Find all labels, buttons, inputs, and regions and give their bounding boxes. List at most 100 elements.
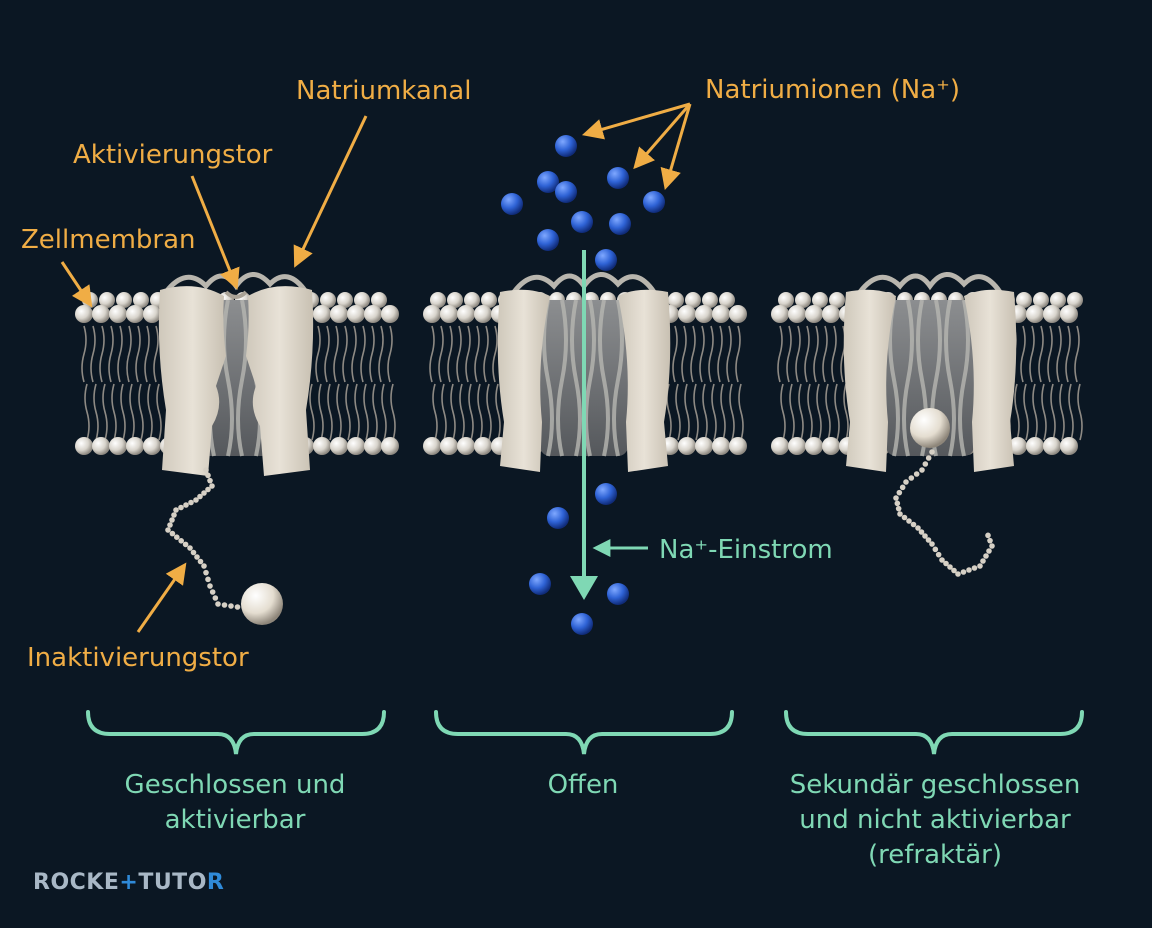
lipid-head: [1026, 305, 1044, 323]
lipid-tail: [369, 325, 378, 441]
lipid-head: [1067, 292, 1083, 308]
sodium-ion: [595, 483, 617, 505]
chain-bead: [929, 541, 935, 547]
lipid-head: [313, 305, 331, 323]
chain-bead: [986, 548, 992, 554]
inactivation-ball: [241, 583, 283, 625]
lipid-head: [1060, 305, 1078, 323]
lipid-head: [685, 292, 701, 308]
chain-bead: [910, 521, 917, 528]
helix: [570, 299, 582, 457]
lipid-head: [812, 292, 828, 308]
lipid-tail: [90, 325, 99, 441]
lipid-tail: [429, 325, 438, 441]
label-arrow: [581, 102, 691, 140]
sodium-ion: [537, 171, 559, 193]
label-arrow: [190, 175, 240, 290]
chain-bead: [913, 471, 920, 477]
chain-bead: [918, 529, 925, 535]
chain-bead: [209, 589, 216, 595]
lipid-tail: [81, 325, 90, 441]
lipid-head: [712, 437, 730, 455]
label-arrow: [660, 103, 692, 191]
label-natriumionen: Natriumionen (Na⁺): [705, 75, 961, 105]
chain-bead: [193, 497, 199, 503]
lipid-head: [795, 292, 811, 308]
lipid-head: [729, 437, 747, 455]
chain-bead: [951, 567, 957, 574]
lipid-head: [771, 305, 789, 323]
channel-subunit-left: [843, 289, 896, 472]
lipid-tail: [1074, 325, 1083, 441]
lipid-head: [116, 292, 132, 308]
chain-bead: [207, 477, 213, 484]
lipid-tail: [1029, 325, 1038, 441]
channels: [158, 272, 1017, 625]
chain-bead: [947, 564, 953, 570]
lipid-tail: [1020, 325, 1029, 441]
chain-bead: [987, 537, 993, 544]
chain-bead: [173, 507, 179, 513]
lipid-tail: [831, 325, 840, 441]
chain-bead: [932, 546, 939, 553]
chain-bead: [980, 558, 986, 564]
lipid-tail: [108, 325, 117, 441]
activation-gate: [224, 290, 248, 299]
inactivation-chain: [893, 449, 995, 577]
influx-arrow-head: [570, 576, 598, 600]
chain-bead: [903, 479, 909, 485]
chain-bead: [234, 604, 241, 610]
lipid-tail: [777, 325, 786, 441]
lipid-tail: [117, 325, 126, 441]
lipid-head: [381, 437, 399, 455]
sodium-ion: [571, 613, 593, 635]
lipid-head: [330, 305, 348, 323]
chain-bead: [915, 525, 921, 531]
lipid-head: [712, 305, 730, 323]
chain-bead: [935, 551, 942, 558]
helix: [556, 299, 568, 457]
chain-bead: [207, 583, 213, 589]
chain-bead: [977, 563, 983, 569]
label-inaktivierungstor: Inaktivierungstor: [27, 643, 249, 673]
sodium-ion: [609, 213, 631, 235]
chain-bead: [943, 560, 949, 567]
lipid-tail: [1047, 325, 1056, 441]
sodium-ion: [529, 573, 551, 595]
lipid-head: [423, 437, 441, 455]
lipid-head: [678, 305, 696, 323]
chain-bead: [908, 475, 915, 481]
lipid-head: [126, 305, 144, 323]
chain-bead: [939, 557, 945, 563]
channel-subunit-right: [964, 289, 1017, 472]
chain-bead: [169, 517, 175, 523]
lipid-head: [1009, 437, 1027, 455]
sodium-ions: [501, 135, 665, 635]
lipid-tail: [492, 325, 501, 441]
chain-bead: [922, 461, 929, 467]
lipid-tail: [672, 325, 681, 441]
helix: [944, 299, 956, 457]
lipid-head: [75, 437, 93, 455]
chain-bead: [955, 571, 961, 577]
chain-bead: [178, 538, 184, 544]
lipid-tail: [681, 325, 690, 441]
lipid-head: [788, 437, 806, 455]
chain-bead: [925, 537, 932, 543]
state-label-refractory: Sekundär geschlossen und nicht aktivierb…: [789, 770, 1081, 870]
lipid-tail: [378, 325, 387, 441]
lipid-head: [75, 305, 93, 323]
lipid-head: [330, 437, 348, 455]
label-arrow: [293, 115, 368, 268]
state-label-closed: Geschlossen und aktivierbar: [124, 770, 346, 835]
label-na-einstrom: Na⁺-Einstrom: [659, 535, 833, 565]
lipid-tail: [324, 325, 333, 441]
lipid-head: [99, 292, 115, 308]
helix: [584, 299, 596, 457]
lipid-head: [447, 292, 463, 308]
chain-bead: [228, 603, 234, 609]
chain-bead: [919, 467, 925, 473]
lipid-tail: [465, 325, 474, 441]
lipid-head: [126, 437, 144, 455]
